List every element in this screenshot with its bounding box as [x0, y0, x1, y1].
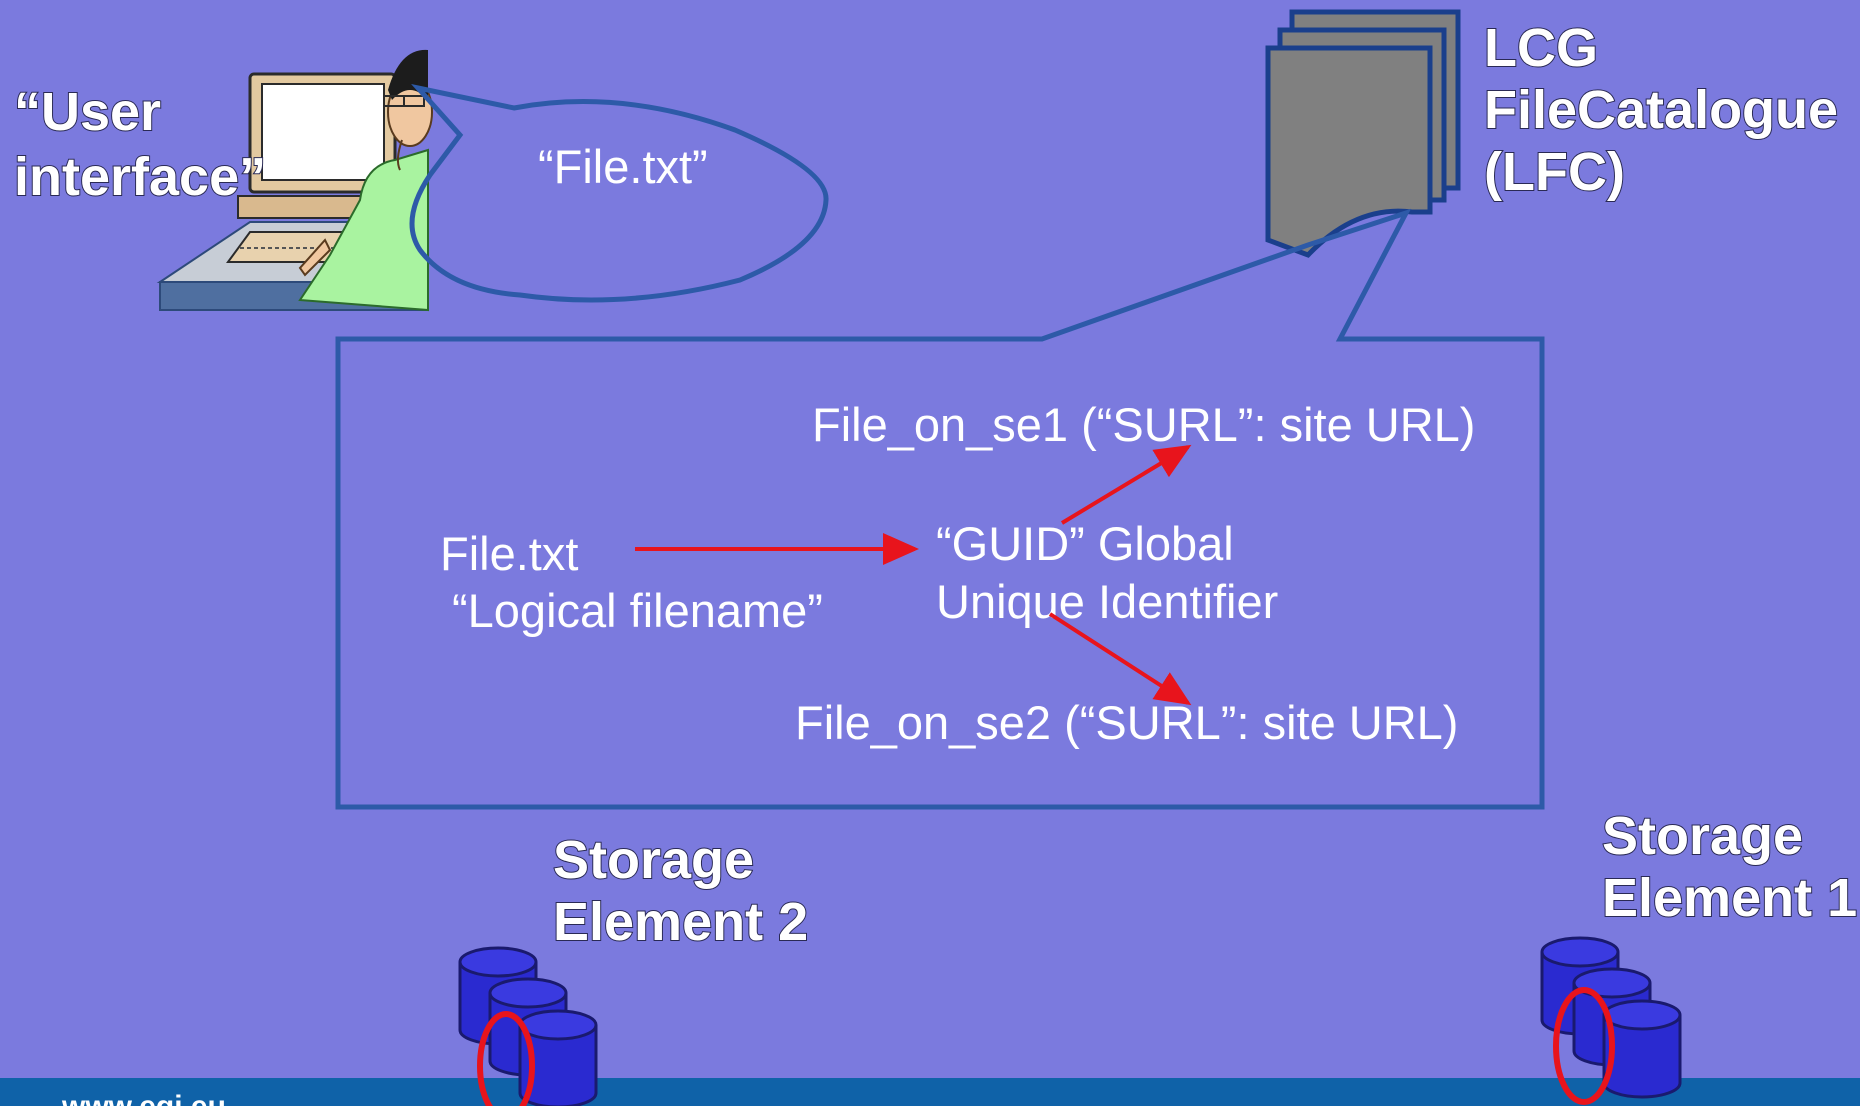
arrow-guid-to-se2	[1048, 612, 1192, 706]
user-interface-label-line2: interface”	[14, 147, 266, 207]
footer-url: www.egi.eu	[61, 1090, 226, 1106]
guid-line2: Unique Identifier	[936, 575, 1278, 628]
storage-element-1-highlight-ring	[1553, 987, 1615, 1105]
replica-se2-text: File_on_se2 (“SURL”: site URL)	[795, 696, 1458, 749]
storage-element-2-line1: Storage	[553, 830, 754, 890]
catalogue-label-line3: (LFC)	[1484, 142, 1625, 202]
arrow-guid-to-se1	[1060, 444, 1192, 525]
user-computer-icon	[156, 49, 433, 312]
storage-element-1-line1: Storage	[1602, 806, 1803, 866]
replica-se1-text: File_on_se1 (“SURL”: site URL)	[812, 398, 1475, 451]
bubble-text: “File.txt”	[538, 140, 708, 193]
storage-element-2-line2: Element 2	[553, 892, 808, 952]
storage-element-2-highlight-ring	[477, 1011, 535, 1106]
storage-element-1-line2: Element 1	[1602, 868, 1857, 928]
user-interface-line2: interface”	[14, 147, 266, 207]
guid-line1: “GUID” Global	[936, 517, 1234, 570]
catalogue-label-line2: FileCatalogue	[1484, 80, 1838, 140]
user-interface-label: “User	[14, 82, 161, 142]
logical-filename-caption: “Logical filename”	[452, 584, 823, 637]
speech-bubble	[409, 84, 829, 303]
catalogue-callout-box	[335, 208, 1545, 810]
logical-filename-text: File.txt	[440, 527, 578, 580]
user-interface-line1: “User	[14, 82, 161, 142]
catalogue-label-line1: LCG	[1484, 18, 1598, 78]
footer-bar	[0, 1078, 1860, 1106]
catalogue-documents-icon	[1265, 9, 1461, 258]
